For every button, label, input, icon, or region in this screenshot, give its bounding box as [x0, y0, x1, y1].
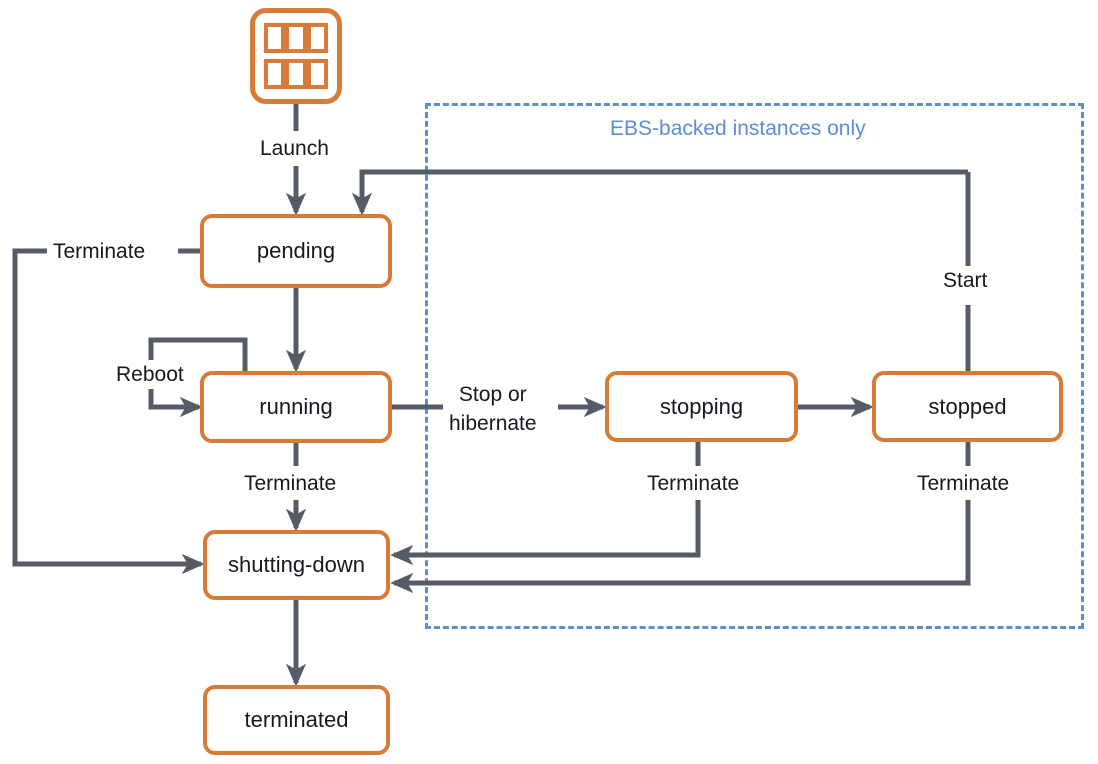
ebs-backed-group-label: EBS-backed instances only: [610, 117, 866, 140]
state-terminated[interactable]: terminated: [203, 685, 390, 755]
edge-label-stopping-terminate: Terminate: [641, 469, 746, 498]
edge-reboot-bottom: [148, 388, 203, 418]
state-stopping[interactable]: stopping: [605, 371, 798, 442]
ec2-icon-cell: [306, 23, 328, 53]
edge-stopping-terminate-bottom: [390, 500, 701, 566]
edge-label-stop-or-hibernate: Stop or hibernate: [443, 379, 543, 439]
state-shutting-down[interactable]: shutting-down: [203, 530, 390, 600]
ebs-backed-group-box: [425, 103, 1084, 629]
ec2-icon-cell: [285, 59, 307, 89]
ec2-icon-cell: [264, 59, 286, 89]
edge-label-launch: Launch: [254, 134, 335, 163]
edge-pending-terminate-path: [12, 248, 205, 575]
edge-label-stopped-terminate: Terminate: [911, 469, 1016, 498]
edge-label-start: Start: [937, 266, 994, 295]
edge-reboot-top: [148, 337, 248, 371]
edge-label-pending-terminate: Terminate: [47, 237, 152, 266]
ec2-icon-row: [264, 23, 328, 53]
state-pending[interactable]: pending: [200, 214, 392, 288]
edge-stopped-terminate-bottom: [390, 500, 971, 594]
edge-start-upper: [351, 169, 968, 216]
ec2-icon-cell: [264, 23, 286, 53]
ec2-icon-row: [264, 59, 328, 89]
state-stopped[interactable]: stopped: [872, 371, 1063, 442]
ec2-icon-cell: [285, 23, 307, 53]
edge-label-running-terminate: Terminate: [238, 469, 343, 498]
ec2-icon-cell: [306, 59, 328, 89]
state-running[interactable]: running: [200, 371, 392, 443]
ec2-instance-icon: [250, 8, 342, 104]
edge-label-reboot: Reboot: [110, 360, 190, 389]
